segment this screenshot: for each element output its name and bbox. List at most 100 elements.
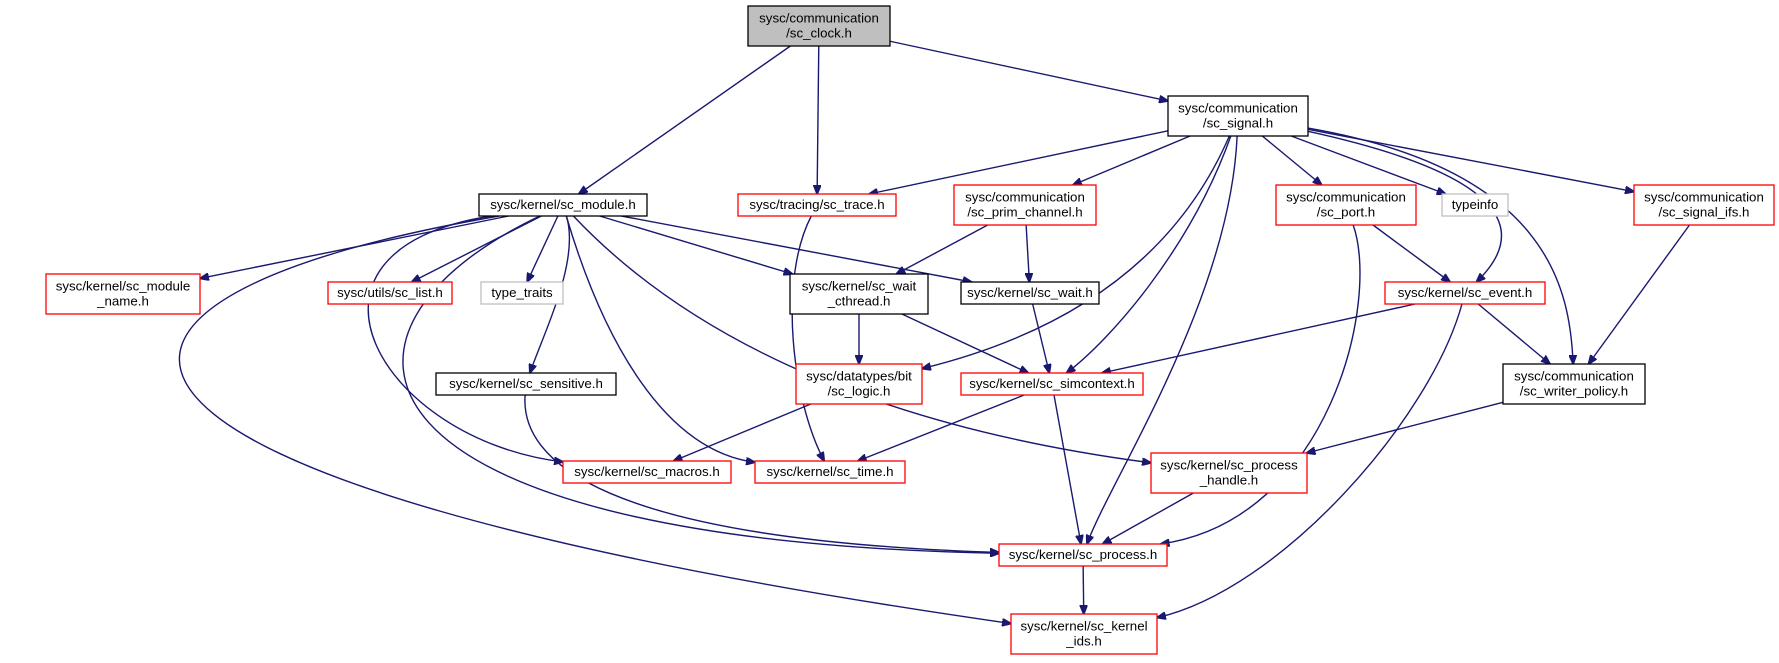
node-label: /sc_signal_ifs.h: [1659, 205, 1750, 220]
node-sc-simcontext[interactable]: sysc/kernel/sc_simcontext.h: [960, 372, 1144, 396]
node-type-traits[interactable]: type_traits: [480, 281, 564, 305]
edge-sc-process-handle-to-sc-process: [1103, 492, 1194, 544]
node-label: sysc/kernel/sc_simcontext.h: [969, 376, 1135, 391]
node-label: /sc_writer_policy.h: [1520, 384, 1628, 399]
node-sc-signal-ifs[interactable]: sysc/communication/sc_signal_ifs.h: [1633, 184, 1775, 226]
edge-sc-process-to-sc-kernel-ids: [1083, 565, 1084, 614]
node-box: [327, 281, 453, 305]
node-label: sysc/communication: [1514, 369, 1634, 384]
node-box: [960, 281, 1100, 305]
node-label: sysc/communication: [1286, 190, 1406, 205]
node-label: sysc/tracing/sc_trace.h: [749, 197, 884, 212]
node-sc-port[interactable]: sysc/communication/sc_port.h: [1275, 184, 1417, 226]
node-box: [1502, 363, 1646, 405]
node-sc-writer-policy[interactable]: sysc/communication/sc_writer_policy.h: [1502, 363, 1646, 405]
edges-layer: [178, 40, 1691, 624]
node-sc-process-handle[interactable]: sysc/kernel/sc_process_handle.h: [1150, 452, 1308, 494]
node-sc-kernel-ids[interactable]: sysc/kernel/sc_kernel_ids.h: [1010, 613, 1158, 655]
node-box: [435, 372, 617, 396]
edge-sc-event-to-sc-kernel-ids: [1157, 303, 1463, 618]
node-box: [45, 273, 201, 315]
node-sc-module-name[interactable]: sysc/kernel/sc_module_name.h: [45, 273, 201, 315]
edge-sc-module-to-sc-kernel-ids: [178, 215, 1011, 624]
edge-sc-module-to-type-traits: [527, 215, 559, 282]
edge-sc-prim-channel-to-sc-wait-cthread: [896, 224, 989, 274]
node-box: [953, 184, 1097, 226]
node-label: _handle.h: [1199, 473, 1258, 488]
node-box: [1275, 184, 1417, 226]
node-label: _ids.h: [1065, 634, 1101, 649]
node-label: _cthread.h: [827, 294, 891, 309]
edge-sc-simcontext-to-sc-process: [1053, 394, 1081, 544]
edge-sc-signal-to-sc-logic: [922, 135, 1230, 369]
edge-sc-module-to-sc-process-handle: [572, 215, 1151, 463]
node-sc-trace[interactable]: sysc/tracing/sc_trace.h: [737, 193, 897, 217]
edge-sc-event-to-sc-simcontext: [1102, 303, 1416, 373]
node-label: sysc/kernel/sc_module: [56, 279, 191, 294]
node-label: /sc_port.h: [1317, 205, 1375, 220]
node-label: type_traits: [491, 285, 553, 300]
node-box: [1384, 281, 1546, 305]
edge-sc-module-to-sc-wait-cthread: [599, 215, 793, 274]
node-sc-signal[interactable]: sysc/communication/sc_signal.h: [1167, 95, 1309, 137]
node-sc-module[interactable]: sysc/kernel/sc_module.h: [478, 193, 648, 217]
node-box: [1010, 613, 1158, 655]
node-sc-event[interactable]: sysc/kernel/sc_event.h: [1384, 281, 1546, 305]
node-sc-macros[interactable]: sysc/kernel/sc_macros.h: [562, 460, 732, 484]
node-label: /sc_signal.h: [1203, 116, 1273, 131]
node-typeinfo[interactable]: typeinfo: [1441, 193, 1509, 217]
edge-sc-module-to-sc-list: [412, 215, 542, 282]
node-label: sysc/kernel/sc_process.h: [1009, 547, 1158, 562]
node-box: [747, 5, 891, 47]
node-box: [737, 193, 897, 217]
node-sc-time[interactable]: sysc/kernel/sc_time.h: [754, 460, 906, 484]
edge-sc-clock-to-sc-signal: [889, 40, 1168, 101]
node-box: [998, 543, 1168, 567]
node-sc-logic[interactable]: sysc/datatypes/bit/sc_logic.h: [795, 363, 923, 405]
node-sc-prim-channel[interactable]: sysc/communication/sc_prim_channel.h: [953, 184, 1097, 226]
node-label: sysc/kernel/sc_wait: [802, 279, 917, 294]
node-box: [1633, 184, 1775, 226]
node-label: sysc/kernel/sc_sensitive.h: [449, 376, 603, 391]
node-label: sysc/utils/sc_list.h: [337, 285, 443, 300]
node-sc-wait-cthread[interactable]: sysc/kernel/sc_wait_cthread.h: [789, 273, 929, 315]
edge-sc-signal-ifs-to-sc-writer-policy: [1589, 224, 1691, 364]
node-box: [754, 460, 906, 484]
node-box: [480, 281, 564, 305]
node-label: sysc/kernel/sc_process: [1160, 458, 1298, 473]
edge-sc-port-to-sc-process: [1161, 224, 1361, 544]
edge-sc-prim-channel-to-sc-wait: [1026, 224, 1029, 282]
node-sc-process[interactable]: sysc/kernel/sc_process.h: [998, 543, 1168, 567]
node-sc-wait[interactable]: sysc/kernel/sc_wait.h: [960, 281, 1100, 305]
node-label: /sc_prim_channel.h: [967, 205, 1082, 220]
edge-sc-event-to-sc-writer-policy: [1477, 303, 1550, 364]
edge-sc-signal-to-typeinfo: [1291, 135, 1445, 194]
node-sc-clock[interactable]: sysc/communication/sc_clock.h: [747, 5, 891, 47]
node-label: sysc/kernel/sc_event.h: [1398, 285, 1533, 300]
node-label: sysc/communication: [1178, 101, 1298, 116]
edge-sc-module-to-sc-time: [565, 215, 755, 462]
edge-sc-signal-to-sc-simcontext: [1067, 135, 1232, 373]
node-label: /sc_clock.h: [786, 26, 852, 41]
edge-sc-writer-policy-to-sc-process-handle: [1307, 401, 1504, 453]
nodes-layer: sysc/communication/sc_clock.hsysc/commun…: [45, 5, 1775, 655]
edge-sc-port-to-sc-event: [1372, 224, 1450, 282]
edge-sc-logic-to-sc-macros: [674, 403, 812, 461]
edge-sc-wait-cthread-to-sc-simcontext: [901, 313, 1029, 373]
node-sc-sensitive[interactable]: sysc/kernel/sc_sensitive.h: [435, 372, 617, 396]
edge-sc-wait-to-sc-simcontext: [1031, 303, 1050, 373]
node-box: [1150, 452, 1308, 494]
node-label: sysc/kernel/sc_macros.h: [574, 464, 720, 479]
node-label: sysc/kernel/sc_time.h: [766, 464, 893, 479]
node-label: typeinfo: [1452, 197, 1499, 212]
edge-sc-module-to-sc-process: [402, 215, 999, 553]
node-label: sysc/communication: [759, 11, 879, 26]
edge-sc-signal-to-sc-writer-policy: [1307, 127, 1573, 364]
node-label: sysc/kernel/sc_wait.h: [967, 285, 1093, 300]
node-box: [1167, 95, 1309, 137]
edge-sc-clock-to-sc-trace: [817, 45, 819, 194]
node-label: sysc/communication: [965, 190, 1085, 205]
edge-sc-signal-to-sc-trace: [869, 130, 1169, 194]
node-sc-list[interactable]: sysc/utils/sc_list.h: [327, 281, 453, 305]
